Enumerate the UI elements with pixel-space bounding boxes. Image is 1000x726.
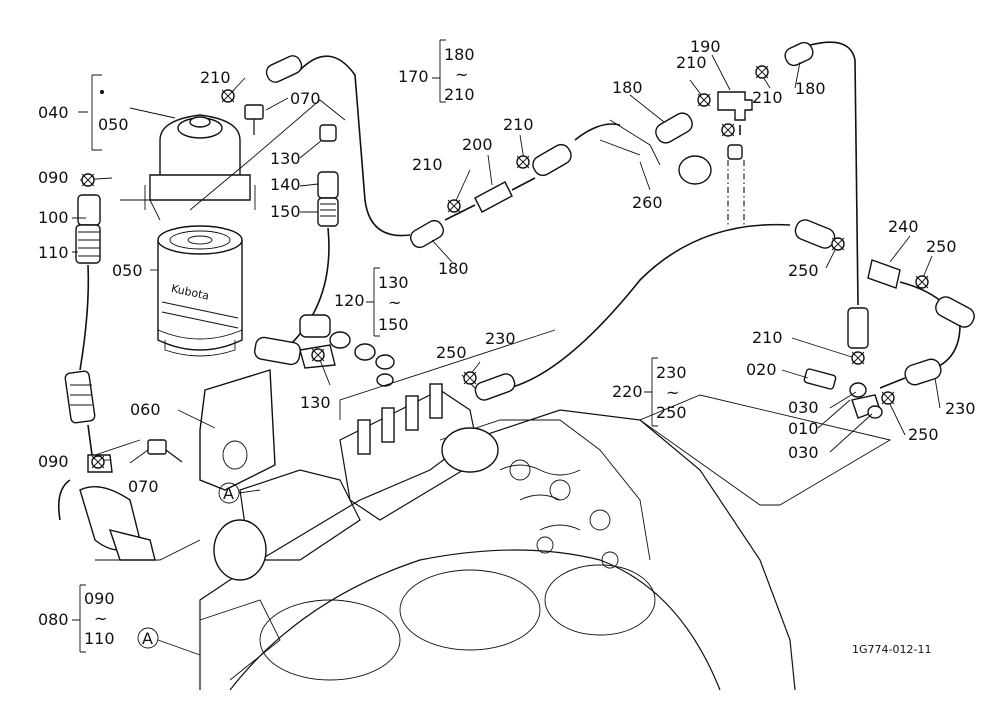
callout-230-right: 230 xyxy=(945,399,976,418)
callout-180-left: 180 xyxy=(438,259,469,278)
svg-text:130: 130 xyxy=(378,273,409,292)
group-080: 080 090 ~ 110 xyxy=(38,584,115,653)
callout-030-top: 030 xyxy=(788,398,819,417)
callout-050-filter: 050 xyxy=(112,261,143,280)
fuel-filter-cartridge: Kubota xyxy=(157,225,243,357)
callout-210-filter: 210 xyxy=(200,68,231,87)
svg-text:110: 110 xyxy=(84,629,115,648)
callout-040: 040 xyxy=(38,103,69,122)
callout-020: 020 xyxy=(746,360,777,379)
svg-text:250: 250 xyxy=(656,403,687,422)
callout-210-right: 210 xyxy=(752,88,783,107)
callout-250-left: 250 xyxy=(436,343,467,362)
callout-240: 240 xyxy=(888,217,919,236)
callout-labels: 040 050 050 210 070 090 100 110 130 140 … xyxy=(38,37,976,496)
svg-text:080: 080 xyxy=(38,610,69,629)
callout-180-right: 180 xyxy=(795,79,826,98)
callout-150: 150 xyxy=(270,202,301,221)
callout-060: 060 xyxy=(130,400,161,419)
engine-block xyxy=(199,383,796,691)
callout-090-top: 090 xyxy=(38,168,69,187)
callout-200: 200 xyxy=(462,135,493,154)
svg-text:~: ~ xyxy=(388,293,401,312)
svg-text:A: A xyxy=(142,629,153,648)
callout-010: 010 xyxy=(788,419,819,438)
hose-clips xyxy=(81,65,929,469)
callout-070-bottom: 070 xyxy=(128,477,159,496)
svg-text:210: 210 xyxy=(444,85,475,104)
callout-180-mid: 180 xyxy=(612,78,643,97)
group-170: 170 180 ~ 210 xyxy=(398,39,475,104)
group-120: 120 130 ~ 150 xyxy=(334,267,409,337)
leak-off-pipe-route xyxy=(474,219,975,401)
svg-text:A: A xyxy=(223,484,234,503)
leader-lines xyxy=(79,54,941,464)
callout-050-top: 050 xyxy=(98,115,129,134)
svg-text:~: ~ xyxy=(455,65,468,84)
svg-text:180: 180 xyxy=(444,45,475,64)
callout-140: 140 xyxy=(270,175,301,194)
bracket xyxy=(199,369,276,491)
callout-210-left: 210 xyxy=(412,155,443,174)
callout-190: 190 xyxy=(690,37,721,56)
callout-210-upper: 210 xyxy=(676,53,707,72)
return-pipe-route xyxy=(265,41,869,349)
reference-marker-a-lower: A xyxy=(137,627,201,656)
detail-boundary-line xyxy=(339,329,892,506)
svg-text:220: 220 xyxy=(612,382,643,401)
fuel-filter-assembly xyxy=(144,114,256,210)
callout-260: 260 xyxy=(632,193,663,212)
callout-130-bottom: 130 xyxy=(300,393,331,412)
svg-text:170: 170 xyxy=(398,67,429,86)
callout-210-lower: 210 xyxy=(752,328,783,347)
injector-fittings xyxy=(299,314,395,387)
callout-210-mid: 210 xyxy=(503,115,534,134)
drawing-code: 1G774-012-11 xyxy=(852,643,931,656)
filter-band xyxy=(161,301,239,329)
reference-marker-a-upper: A xyxy=(218,482,261,504)
bolt-070-bottom xyxy=(147,439,183,463)
svg-text:090: 090 xyxy=(84,589,115,608)
bracket-hole xyxy=(222,440,248,470)
callout-250-lower: 250 xyxy=(908,425,939,444)
callout-100: 100 xyxy=(38,208,69,227)
callout-230-left: 230 xyxy=(485,329,516,348)
callout-070-top: 070 xyxy=(290,89,321,108)
svg-text:~: ~ xyxy=(666,383,679,402)
callout-250-mid: 250 xyxy=(788,261,819,280)
filter-outlet-hose xyxy=(254,124,339,369)
callout-110: 110 xyxy=(38,243,69,262)
svg-text:230: 230 xyxy=(656,363,687,382)
callout-090-bottom: 090 xyxy=(38,452,69,471)
group-220: 220 230 ~ 250 xyxy=(612,357,687,427)
svg-text:~: ~ xyxy=(94,609,107,628)
bolt-070-top xyxy=(244,104,264,135)
callout-030-bottom: 030 xyxy=(788,443,819,462)
svg-text:150: 150 xyxy=(378,315,409,334)
callout-250-right: 250 xyxy=(926,237,957,256)
svg-text:120: 120 xyxy=(334,291,365,310)
left-hose-group xyxy=(57,194,156,561)
callout-130-top: 130 xyxy=(270,149,301,168)
